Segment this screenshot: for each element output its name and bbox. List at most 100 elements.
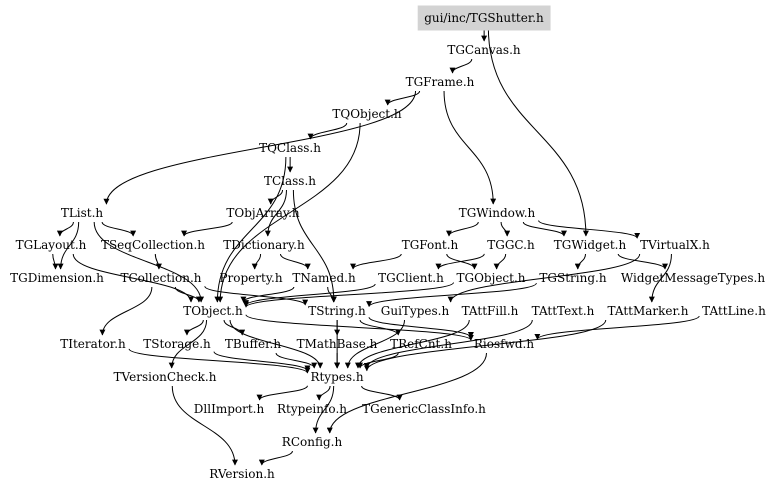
graph-node-tgcanvas[interactable]: TGCanvas.h: [447, 43, 521, 57]
graph-node-tstring[interactable]: TString.h: [308, 304, 366, 318]
graph-node-label: TQClass.h: [259, 141, 321, 155]
root-node-background: [417, 5, 551, 31]
edge-riosfwd-to-rconfig: [326, 352, 487, 434]
graph-node-trefcnt[interactable]: TRefCnt.h: [390, 337, 452, 351]
graph-node-tversioncheck[interactable]: TVersionCheck.h: [114, 370, 217, 384]
graph-node-tgframe[interactable]: TGFrame.h: [406, 75, 475, 89]
graph-node-tggc[interactable]: TGGC.h: [487, 238, 535, 252]
edge-tgframe-to-tqobject: [384, 90, 421, 106]
edge-tcollection-to-titerator: [99, 286, 153, 336]
graph-node-label: TIterator.h: [60, 337, 126, 351]
graph-node-label: TDictionary.h: [223, 238, 305, 252]
edge-tdictionary-to-property: [251, 253, 262, 270]
edge-tlist-to-tglayout: [56, 221, 74, 237]
graph-node-rtypes[interactable]: Rtypes.h: [310, 370, 363, 384]
graph-node-tobject[interactable]: TObject.h: [183, 304, 243, 318]
graph-node-label: TMathBase.h: [297, 337, 378, 351]
edge-rtypes-to-rtypeinfo: [316, 385, 331, 401]
graph-node-label: TAttFill.h: [462, 304, 519, 318]
edge-tnamed-to-tobject: [240, 286, 295, 303]
graph-node-label: WidgetMessageTypes.h: [621, 271, 765, 285]
graph-node-label: TQObject.h: [332, 107, 402, 121]
graph-node-dllimport[interactable]: DllImport.h: [194, 402, 265, 416]
edge-tversioncheck-to-rversion: [171, 385, 238, 466]
graph-node-label: Rtypes.h: [310, 370, 363, 384]
graph-node-tqclass[interactable]: TQClass.h: [259, 141, 321, 155]
edge-tclass-to-tstring: [292, 189, 337, 303]
graph-node-rtypeinfo[interactable]: Rtypeinfo.h: [277, 402, 347, 416]
graph-node-tstorage[interactable]: TStorage.h: [143, 337, 211, 351]
graph-node-tglayout[interactable]: TGLayout.h: [16, 238, 87, 252]
graph-node-tbuffer[interactable]: TBuffer.h: [225, 337, 281, 351]
graph-node-tclass[interactable]: TClass.h: [264, 174, 316, 188]
graph-node-tattmarker[interactable]: TAttMarker.h: [608, 304, 689, 318]
edge-guitypes-to-rtypes: [344, 319, 405, 369]
graph-node-label: Riosfwd.h: [474, 337, 534, 351]
edge-tlist-to-tseqcollection: [101, 221, 137, 237]
graph-node-label: TSeqCollection.h: [101, 238, 205, 252]
graph-node-root[interactable]: gui/inc/TGShutter.h: [417, 5, 551, 31]
graph-node-tseqcollection[interactable]: TSeqCollection.h: [101, 238, 205, 252]
edge-rconfig-to-rversion: [258, 450, 293, 466]
edge-tstring-to-riosfwd: [368, 316, 474, 339]
graph-node-guitypes[interactable]: GuiTypes.h: [381, 304, 450, 318]
graph-node-tcollection[interactable]: TCollection.h: [120, 271, 201, 285]
edge-tattline-to-riosfwd: [534, 315, 700, 340]
graph-node-riosfwd[interactable]: Riosfwd.h: [474, 337, 534, 351]
graph-node-tgwindow[interactable]: TGWindow.h: [459, 206, 536, 220]
edge-tgfont-to-tnamed: [350, 253, 402, 270]
graph-node-label: TObject.h: [183, 304, 243, 318]
graph-node-titerator[interactable]: TIterator.h: [60, 337, 126, 351]
edge-tcollection-to-tobject: [174, 286, 202, 303]
node-layer: gui/inc/TGShutter.hTGCanvas.hTGFrame.hTQ…: [10, 5, 766, 481]
edge-tggc-to-tgobject: [493, 253, 507, 270]
edge-tgwidget-to-widgetmsg: [617, 253, 669, 270]
graph-node-tgstring[interactable]: TGString.h: [539, 271, 606, 285]
graph-node-tgenericclassinfo[interactable]: TGenericClassInfo.h: [362, 402, 486, 416]
graph-node-label: TBuffer.h: [225, 337, 281, 351]
edge-tqobject-to-tqclass: [307, 122, 348, 140]
graph-node-tgclient[interactable]: TGClient.h: [378, 271, 444, 285]
edge-tatttext-to-rtypes: [363, 319, 533, 369]
edge-tgclient-to-tobject: [243, 283, 376, 307]
edge-tgframe-to-tlist: [103, 90, 417, 205]
edge-tseqcollection-to-tcollection: [154, 253, 162, 270]
graph-node-label: TGClient.h: [378, 271, 444, 285]
graph-node-tlist[interactable]: TList.h: [61, 206, 104, 220]
edge-tgwidget-to-tgstring: [574, 253, 586, 270]
edge-rtypes-to-rconfig: [312, 385, 335, 434]
graph-node-tgwidget[interactable]: TGWidget.h: [554, 238, 627, 252]
graph-node-tmathbase[interactable]: TMathBase.h: [297, 337, 378, 351]
graph-node-tqobject[interactable]: TQObject.h: [332, 107, 402, 121]
edge-tqclass-to-tobject: [214, 156, 287, 303]
edge-tlist-to-tobject: [93, 221, 205, 303]
graph-node-label: TClass.h: [264, 174, 316, 188]
graph-node-label: TList.h: [61, 206, 104, 220]
graph-node-label: TGFont.h: [402, 238, 459, 252]
graph-node-label: TString.h: [308, 304, 366, 318]
graph-node-property[interactable]: Property.h: [219, 271, 282, 285]
graph-node-tattfill[interactable]: TAttFill.h: [462, 304, 519, 318]
graph-node-rconfig[interactable]: RConfig.h: [282, 435, 343, 449]
edge-tgobject-to-tobject: [243, 282, 454, 308]
graph-node-tnamed[interactable]: TNamed.h: [292, 271, 356, 285]
edge-tgcanvas-to-tgframe: [449, 58, 473, 74]
graph-node-tvirtualx[interactable]: TVirtualX.h: [640, 238, 710, 252]
graph-node-tgfont[interactable]: TGFont.h: [402, 238, 459, 252]
graph-node-rversion[interactable]: RVersion.h: [209, 467, 275, 481]
graph-node-label: TGGC.h: [487, 238, 535, 252]
graph-node-label: TGWidget.h: [554, 238, 627, 252]
graph-node-tatttext[interactable]: TAttText.h: [532, 304, 595, 318]
graph-node-label: TGCanvas.h: [447, 43, 521, 57]
edge-tlist-to-tgdimension: [57, 221, 80, 270]
graph-node-tgdimension[interactable]: TGDimension.h: [10, 271, 104, 285]
graph-node-widgetmsg[interactable]: WidgetMessageTypes.h: [621, 271, 765, 285]
graph-node-tdictionary[interactable]: TDictionary.h: [223, 238, 305, 252]
graph-node-tattline[interactable]: TAttLine.h: [702, 304, 766, 318]
graph-node-label: TGFrame.h: [406, 75, 475, 89]
graph-node-tobjarray[interactable]: TObjArray.h: [226, 206, 300, 220]
graph-node-tgobject[interactable]: TGObject.h: [456, 271, 525, 285]
graph-node-label: TAttText.h: [532, 304, 595, 318]
edge-tcollection-to-tstring: [204, 285, 309, 306]
graph-node-label: gui/inc/TGShutter.h: [424, 11, 544, 25]
